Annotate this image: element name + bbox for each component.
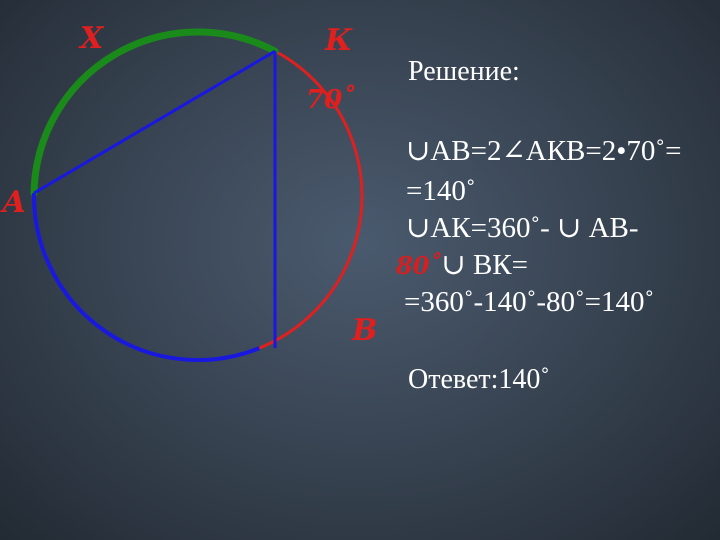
solution-line-3: ∪АК=360˚- ∪ АВ- [406, 214, 639, 243]
point-label-a: А [0, 185, 26, 220]
solution-text: ВК= [465, 249, 529, 281]
solution-text: 70˚= [626, 135, 682, 167]
solution-line-2: =140˚ [406, 175, 476, 207]
solution-text: АВ=2 [430, 135, 502, 167]
solution-text: АКВ=2 [525, 135, 617, 167]
answer-text: Отевет:140˚ [408, 364, 550, 395]
chord-ka [33, 49, 276, 195]
value-80: 80˚ [396, 251, 442, 280]
solution-text: АВ- [581, 212, 639, 244]
solution-heading: Решение: [408, 56, 520, 87]
arc-ab [31, 193, 261, 363]
solution-text: АК=360˚- [430, 212, 558, 244]
angle-label-akb: 70˚ [306, 85, 355, 115]
angle-symbol: ∠ [501, 135, 526, 167]
arc-symbol: ∪ [406, 135, 431, 167]
point-label-x: Х [78, 21, 105, 56]
multiply-dot: • [616, 135, 627, 167]
solution-line-4: 80˚∪ ВК= [396, 251, 528, 280]
arc-symbol: ∪ [406, 212, 431, 244]
arc-symbol: ∪ [557, 212, 582, 244]
point-label-b: В [351, 313, 377, 348]
solution-line-5: =360˚-140˚-80˚=140˚ [404, 286, 655, 318]
arc-ak [30, 28, 279, 197]
arc-symbol: ∪ [441, 249, 466, 281]
point-label-k: К [324, 23, 353, 58]
solution-line-1: ∪АВ=2∠АКВ=2•70˚= [406, 137, 681, 166]
